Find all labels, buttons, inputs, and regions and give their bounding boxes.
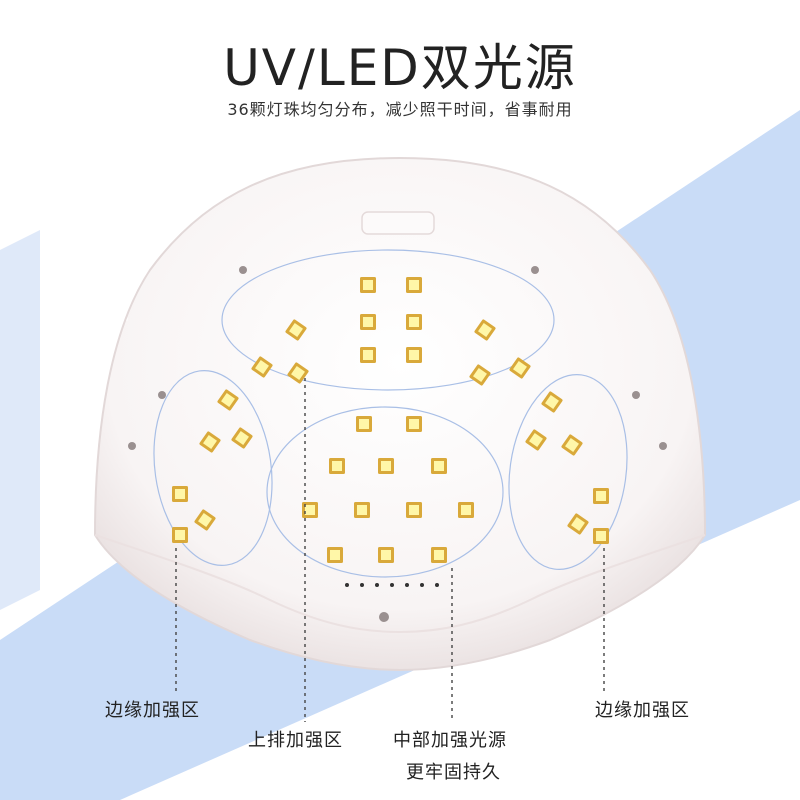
- led-bead: [593, 488, 609, 504]
- led-bead: [194, 509, 216, 531]
- label-middle-1: 中部加强光源: [393, 730, 507, 751]
- lamp-bottom-arch: [94, 534, 706, 634]
- led-bead: [406, 416, 422, 432]
- led-bead: [406, 502, 422, 518]
- led-bead: [302, 502, 318, 518]
- led-bead: [327, 547, 343, 563]
- label-top-row: 上排加强区: [248, 730, 343, 751]
- led-bead: [172, 486, 188, 502]
- sensor-slot: [361, 211, 435, 235]
- led-bead: [360, 314, 376, 330]
- led-bead: [474, 319, 496, 341]
- led-bead: [406, 314, 422, 330]
- led-bead: [431, 458, 447, 474]
- zone-middle-outline: [266, 406, 504, 578]
- led-bead: [525, 429, 547, 451]
- led-bead: [231, 427, 253, 449]
- led-bead: [541, 391, 563, 413]
- led-bead: [378, 458, 394, 474]
- led-bead: [406, 277, 422, 293]
- screw-holes: [128, 266, 667, 622]
- zone-top-outline: [221, 249, 555, 391]
- led-beads: [172, 277, 609, 563]
- led-bead: [561, 434, 583, 456]
- led-bead: [567, 513, 589, 535]
- led-bead: [458, 502, 474, 518]
- page-title: UV/LED双光源: [223, 39, 577, 97]
- zone-left-outline: [153, 370, 273, 566]
- led-bead: [360, 277, 376, 293]
- label-edge-right: 边缘加强区: [595, 700, 690, 721]
- led-bead: [217, 389, 239, 411]
- lamp-body: [93, 156, 707, 672]
- led-bead: [199, 431, 221, 453]
- led-bead: [469, 364, 491, 386]
- led-bead: [378, 547, 394, 563]
- led-bead: [354, 502, 370, 518]
- status-dots: [345, 583, 439, 587]
- led-bead: [287, 362, 309, 384]
- label-middle-2: 更牢固持久: [406, 762, 501, 783]
- led-bead: [251, 356, 273, 378]
- led-bead: [329, 458, 345, 474]
- led-bead: [356, 416, 372, 432]
- led-bead: [431, 547, 447, 563]
- led-bead: [406, 347, 422, 363]
- led-bead: [285, 319, 307, 341]
- label-edge-left: 边缘加强区: [105, 700, 200, 721]
- led-bead: [593, 528, 609, 544]
- zone-right-outline: [508, 374, 628, 570]
- led-bead: [172, 527, 188, 543]
- led-bead: [360, 347, 376, 363]
- led-bead: [509, 357, 531, 379]
- page-subtitle: 36颗灯珠均匀分布，减少照干时间，省事耐用: [227, 100, 573, 119]
